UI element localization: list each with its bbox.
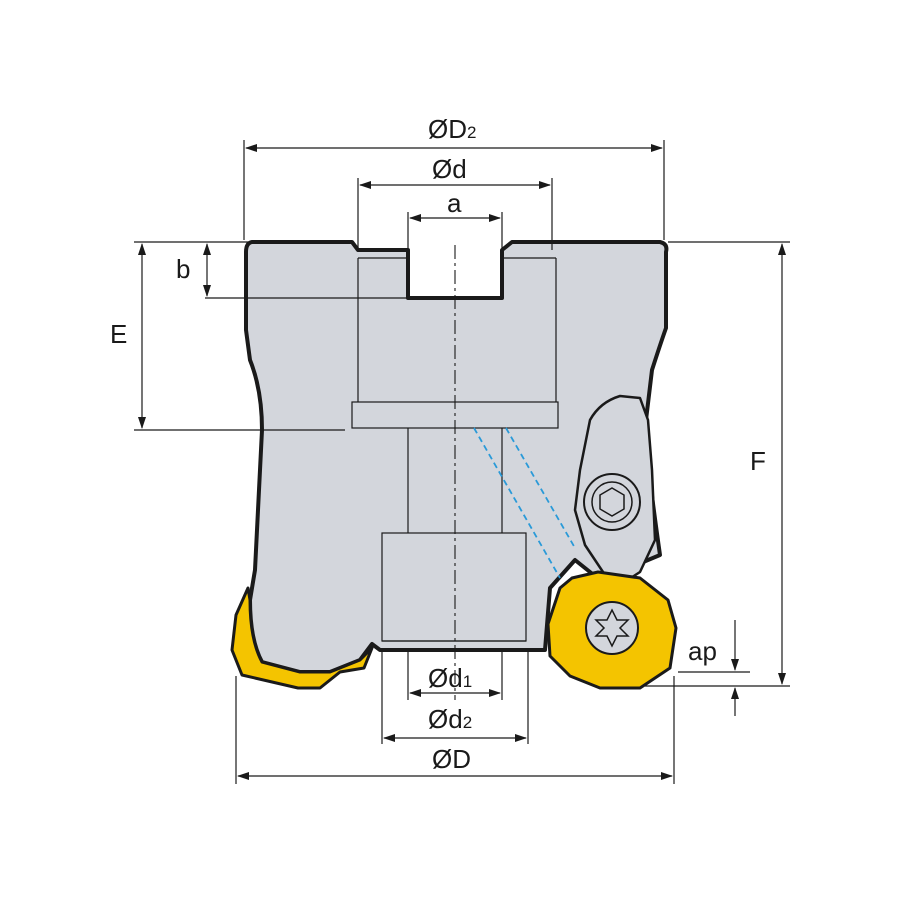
label-d1-sub: 1 (463, 672, 472, 691)
coolant-channel (473, 427, 576, 579)
label-D: ØD (432, 744, 471, 774)
dimension-d2: Ød2 (381, 650, 529, 744)
label-D2: ØD (428, 114, 467, 144)
label-a: a (447, 188, 462, 218)
dimension-d1: Ød1 (407, 650, 503, 700)
clamp-screw (583, 473, 641, 531)
label-b: b (176, 254, 190, 284)
label-d2-sub: 2 (463, 713, 472, 732)
dimension-a: a (407, 188, 503, 248)
svg-text:Ød2: Ød2 (428, 704, 472, 734)
dimension-F: F (645, 241, 790, 687)
label-D2-sub: 2 (467, 123, 476, 142)
label-d1: Ød (428, 663, 463, 693)
dimension-D: ØD (235, 676, 675, 784)
dimension-d: Ød (357, 154, 553, 250)
label-d2: Ød (428, 704, 463, 734)
cutter-body (244, 240, 669, 674)
dimension-D2: ØD2 (243, 114, 665, 240)
label-d: Ød (432, 154, 467, 184)
insert-screw (585, 601, 639, 655)
svg-text:Ød1: Ød1 (428, 663, 472, 693)
left-insert (230, 586, 374, 690)
dimension-E: E (110, 241, 345, 431)
label-ap: ap (688, 636, 717, 666)
dimension-b: b (176, 241, 248, 297)
label-E: E (110, 319, 127, 349)
svg-text:ØD2: ØD2 (428, 114, 476, 144)
label-F: F (750, 446, 766, 476)
dimension-ap: ap (678, 620, 750, 716)
